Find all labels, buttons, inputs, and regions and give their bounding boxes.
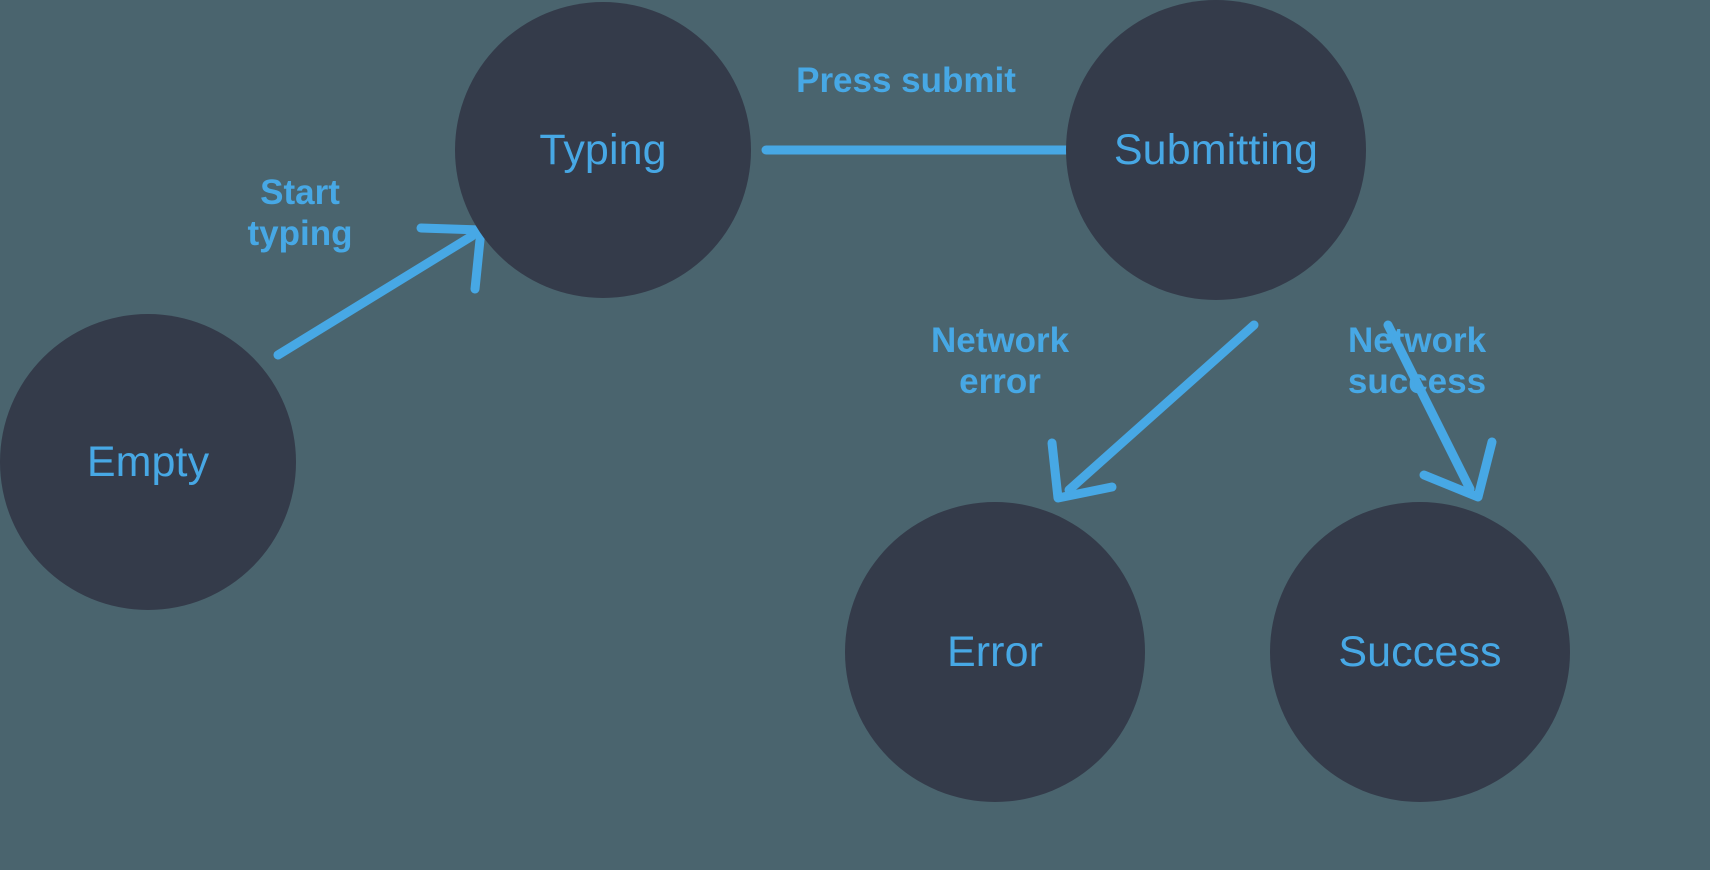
transition-label-network-error: Network error	[930, 321, 1070, 402]
state-node-empty[interactable]: Empty	[0, 314, 296, 610]
arrow-head-network-success	[1419, 437, 1497, 502]
arrow-shaft-network-success	[1383, 320, 1475, 494]
transition-label-press-submit: Press submit	[796, 61, 1016, 100]
state-label-error: Error	[946, 627, 1044, 676]
arrow-network-error	[1047, 320, 1259, 503]
transition-label-start-typing: Start typing	[247, 173, 353, 254]
state-label-typing: Typing	[539, 125, 667, 174]
state-label-success: Success	[1338, 627, 1502, 676]
arrow-network-success	[1383, 320, 1497, 502]
state-node-submitting[interactable]: Submitting	[1066, 0, 1366, 300]
state-node-typing[interactable]: Typing	[455, 2, 751, 298]
arrow-shaft-network-error	[1064, 320, 1259, 495]
arrow-head-network-error	[1047, 438, 1117, 503]
state-label-empty: Empty	[86, 437, 210, 486]
state-node-error[interactable]: Error	[845, 502, 1145, 802]
state-label-submitting: Submitting	[1113, 125, 1319, 174]
arrow-shaft-start-typing	[273, 231, 477, 360]
state-node-success[interactable]: Success	[1270, 502, 1570, 802]
transition-label-network-success: Network success	[1347, 321, 1487, 402]
